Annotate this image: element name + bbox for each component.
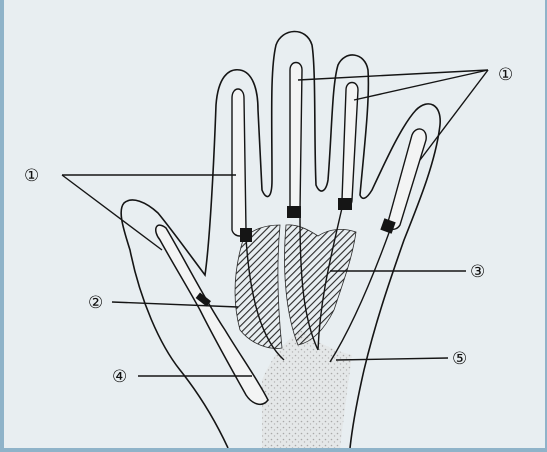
callout-5: ⑤	[452, 349, 467, 369]
callout-1-left: ①	[24, 166, 39, 186]
callout-2: ②	[88, 293, 103, 313]
callout-4: ④	[112, 367, 127, 387]
middle-finger-ray	[290, 63, 302, 217]
callout-3: ③	[470, 262, 485, 282]
joint-mark-ring	[338, 198, 352, 210]
callout-1-top-right: ①	[498, 65, 513, 85]
index-finger-ray	[232, 89, 246, 236]
joint-mark-middle	[287, 206, 301, 218]
joint-mark-index	[240, 228, 252, 242]
hatched-web-left	[235, 225, 282, 348]
